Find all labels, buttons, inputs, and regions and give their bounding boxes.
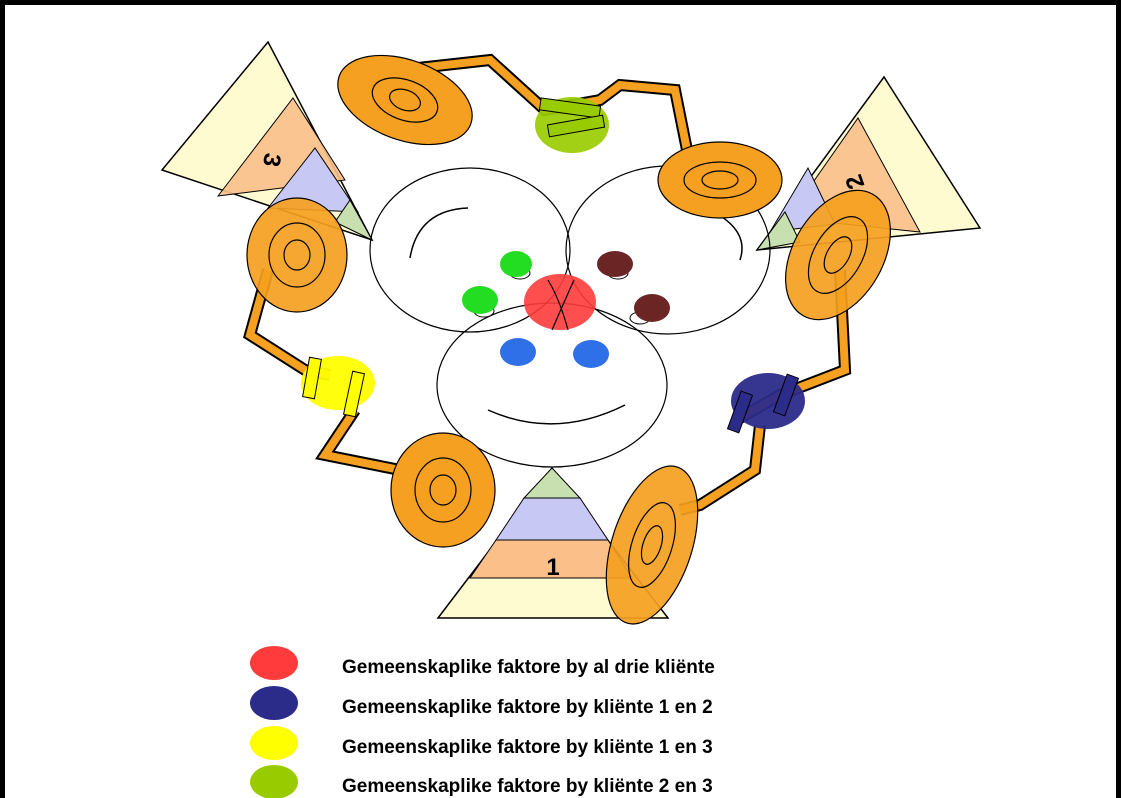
dot-blue-1 xyxy=(500,338,536,366)
legend-label-1-3: Gemeenskaplike faktore by kliënte 1 en 3 xyxy=(342,737,713,758)
disc-top-right xyxy=(658,142,782,218)
common-all-marker xyxy=(524,274,596,330)
dot-blue-2 xyxy=(573,340,609,368)
dot-brown-2 xyxy=(634,294,670,322)
node-navy-1-2 xyxy=(728,373,805,433)
legend-swatch-red xyxy=(250,646,298,680)
disc-left xyxy=(247,198,347,312)
pyramid-1-label: 1 xyxy=(546,554,559,581)
node-green-2-3 xyxy=(535,97,609,153)
legend-label-all: Gemeenskaplike faktore by al drie kliënt… xyxy=(342,657,715,678)
legend-swatch-green xyxy=(250,765,298,798)
node-yellow-1-3 xyxy=(301,356,375,417)
disc-top-left xyxy=(326,38,485,161)
legend-label-1-2: Gemeenskaplike faktore by kliënte 1 en 2 xyxy=(342,697,713,718)
arc-smile xyxy=(488,405,625,424)
legend: Gemeenskaplike faktore by al drie kliënt… xyxy=(250,646,715,798)
dot-green-1 xyxy=(500,251,532,277)
legend-swatch-yellow xyxy=(250,726,298,760)
legend-item-1-3: Gemeenskaplike faktore by kliënte 1 en 3 xyxy=(250,726,713,760)
dot-brown-1 xyxy=(597,251,633,277)
arc-brow-left xyxy=(410,208,468,258)
disc-bottom-left xyxy=(391,433,495,547)
legend-item-all: Gemeenskaplike faktore by al drie kliënt… xyxy=(250,646,715,680)
dot-green-2 xyxy=(462,286,498,314)
legend-swatch-navy xyxy=(250,686,298,720)
legend-item-1-2: Gemeenskaplike faktore by kliënte 1 en 2 xyxy=(250,686,713,720)
legend-item-2-3: Gemeenskaplike faktore by kliënte 2 en 3 xyxy=(250,765,713,798)
legend-label-2-3: Gemeenskaplike faktore by kliënte 2 en 3 xyxy=(342,776,713,797)
